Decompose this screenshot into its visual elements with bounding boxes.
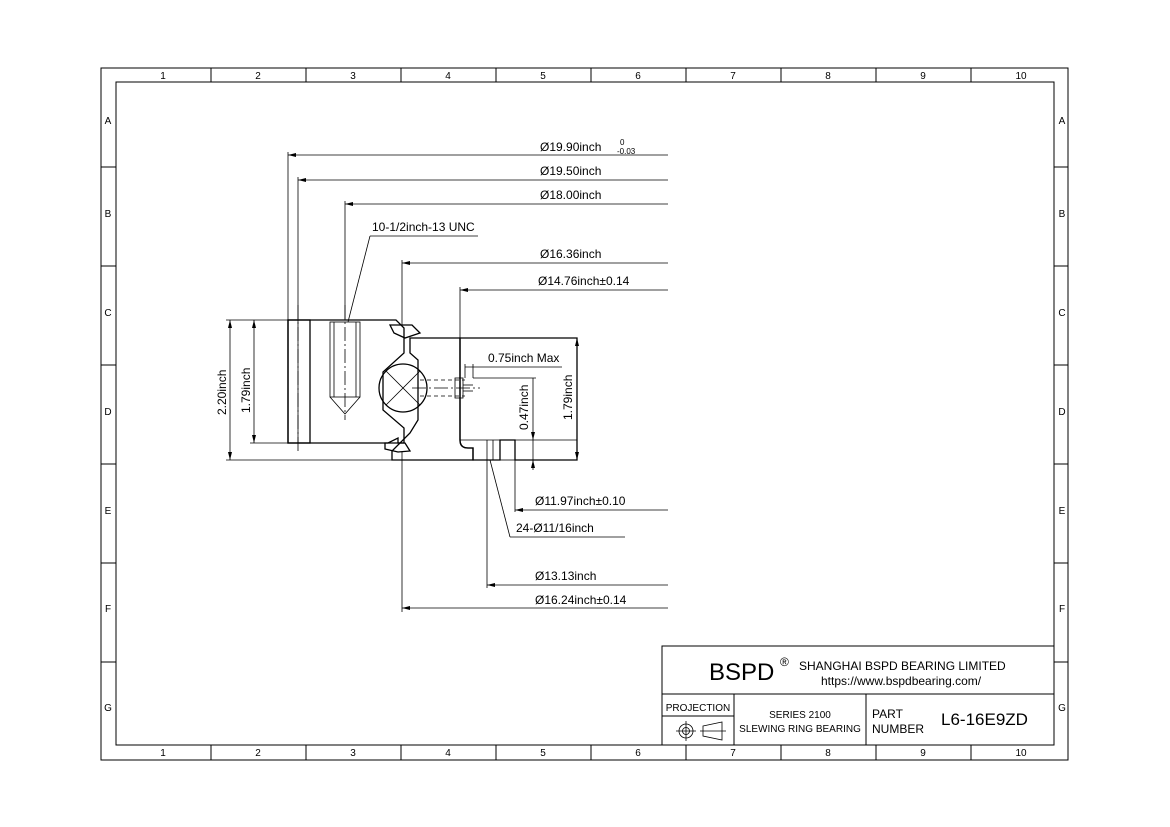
column-label-bottom: 2 xyxy=(255,748,261,759)
bottom-seal xyxy=(384,442,412,453)
dim-16-36: Ø16.36inch xyxy=(540,247,601,261)
row-label-left: E xyxy=(105,506,112,517)
column-label-bottom: 3 xyxy=(350,748,356,759)
dim-holes: 24-Ø11/16inch xyxy=(516,521,594,535)
dim-2-20: 2.20inch xyxy=(215,370,229,415)
company-name: SHANGHAI BSPD BEARING LIMITED xyxy=(799,659,1006,673)
dim-pitch-outer: Ø18.00inch xyxy=(540,188,601,202)
bearing-section xyxy=(287,305,578,461)
row-label-left: C xyxy=(104,308,111,319)
row-label-right: D xyxy=(1058,407,1065,418)
row-label-right: C xyxy=(1058,308,1065,319)
row-label-right: F xyxy=(1059,604,1065,615)
dim-outer-diameter: Ø19.90inch xyxy=(540,140,601,154)
column-label-bottom: 6 xyxy=(635,748,641,759)
dim-thread: 10-1/2inch-13 UNC xyxy=(372,220,475,234)
dim-16-24: Ø16.24inch±0.14 xyxy=(535,593,627,607)
row-label-right: B xyxy=(1059,209,1066,220)
column-label-top: 1 xyxy=(160,71,166,82)
column-label-top: 8 xyxy=(825,71,831,82)
dim-0-47: 0.47inch xyxy=(517,385,531,430)
series-label: SERIES 2100 xyxy=(769,710,831,721)
column-label-bottom: 4 xyxy=(445,748,451,759)
column-label-top: 3 xyxy=(350,71,356,82)
outer-ring-band xyxy=(287,319,311,444)
column-label-top: 7 xyxy=(730,71,736,82)
column-label-top: 4 xyxy=(445,71,451,82)
column-label-top: 10 xyxy=(1015,71,1027,82)
column-label-bottom: 9 xyxy=(920,748,926,759)
column-label-bottom: 8 xyxy=(825,748,831,759)
outer-ring xyxy=(287,319,405,444)
part-label-line1: PART xyxy=(872,707,904,721)
row-label-left: D xyxy=(104,407,111,418)
column-label-top: 9 xyxy=(920,71,926,82)
row-label-right: A xyxy=(1059,116,1066,127)
dim-bolt-circle-outer: Ø19.50inch xyxy=(540,164,601,178)
dim-gap: 0.75inch Max xyxy=(488,351,559,365)
row-label-left: G xyxy=(104,703,112,714)
part-number: L6-16E9ZD xyxy=(941,710,1028,729)
column-label-bottom: 5 xyxy=(540,748,546,759)
brand-logo: BSPD xyxy=(709,659,774,686)
title-block: BSPD ® SHANGHAI BSPD BEARING LIMITED htt… xyxy=(661,645,1055,746)
dim-1-79-left: 1.79inch xyxy=(239,368,253,413)
dim-outer-tol-lower: -0.03 xyxy=(617,147,636,156)
row-label-left: F xyxy=(105,604,111,615)
column-label-bottom: 1 xyxy=(160,748,166,759)
projection-label: PROJECTION xyxy=(666,703,730,714)
column-label-top: 5 xyxy=(540,71,546,82)
dim-outer-tol-upper: 0 xyxy=(620,138,625,147)
dim-1-79-right: 1.79inch xyxy=(561,375,575,420)
dim-13-13: Ø13.13inch xyxy=(535,569,596,583)
row-label-right: E xyxy=(1059,506,1066,517)
row-label-left: A xyxy=(105,116,112,127)
column-label-bottom: 7 xyxy=(730,748,736,759)
drawing-frame: 1 2 3 4 5 6 7 8 9 10 1 2 3 4 5 6 7 8 9 1… xyxy=(100,67,1069,761)
column-label-bottom: 10 xyxy=(1015,748,1027,759)
product-label: SLEWING RING BEARING xyxy=(739,724,861,735)
registered-mark: ® xyxy=(780,655,789,669)
column-label-top: 2 xyxy=(255,71,261,82)
row-label-left: B xyxy=(105,209,112,220)
dim-inner-bore: Ø11.97inch±0.10 xyxy=(535,494,626,508)
company-website: https://www.bspdbearing.com/ xyxy=(821,674,982,688)
part-label-line2: NUMBER xyxy=(872,722,924,736)
dim-14-76: Ø14.76inch±0.14 xyxy=(538,274,630,288)
row-label-right: G xyxy=(1058,703,1066,714)
ball xyxy=(378,363,428,413)
column-label-top: 6 xyxy=(635,71,641,82)
dimension-lines xyxy=(226,152,668,612)
projection-symbol-icon xyxy=(676,721,726,741)
top-seal xyxy=(388,324,422,339)
